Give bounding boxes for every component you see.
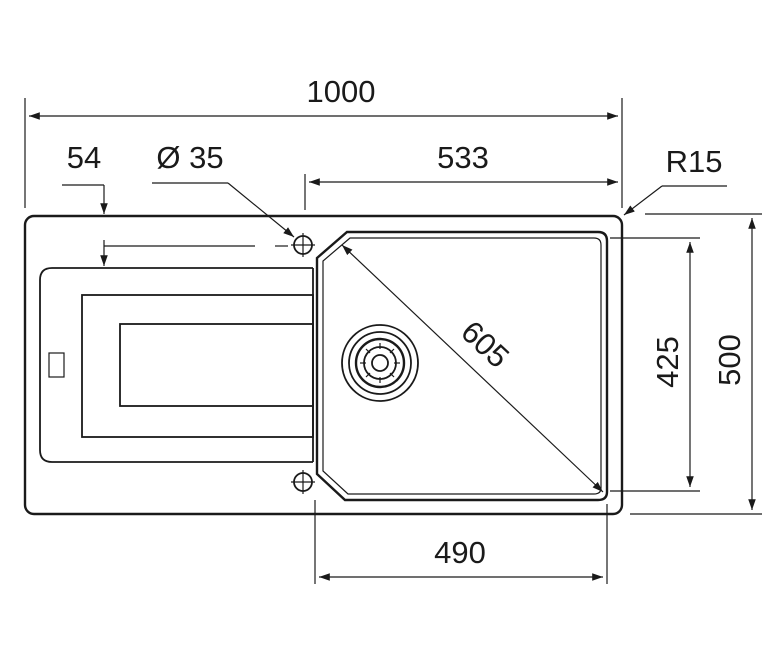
sink-outer-edge: [23, 214, 624, 516]
drainboard-outer-edge: [39, 267, 313, 463]
dimension-bowl-depth: 425: [610, 237, 700, 492]
tap-hole-top: [291, 233, 315, 257]
drainboard: [39, 267, 314, 463]
dimension-drainboard-offset: 54: [62, 140, 288, 266]
overall-width-label: 1000: [307, 74, 376, 109]
overall-depth-label: 500: [712, 334, 747, 386]
overflow-slot: [48, 352, 65, 378]
dimension-tap-hole: Ø 35: [152, 140, 295, 238]
dimension-bowl-diagonal: 605: [341, 244, 604, 493]
drainboard-middle-panel: [81, 294, 314, 438]
bowl-depth-label: 425: [650, 336, 685, 388]
dimension-bowl-section: 533: [304, 140, 618, 210]
tap-hole-label: Ø 35: [156, 140, 223, 175]
bowl-diagonal-label: 605: [454, 314, 516, 375]
drain-strainer: [341, 324, 419, 402]
drainboard-offset-label: 54: [67, 140, 101, 175]
bowl-section-label: 533: [437, 140, 489, 175]
dimension-overall-width: 1000: [24, 74, 623, 208]
bowl-edge: [315, 230, 609, 502]
dimension-corner-radius: R15: [623, 144, 727, 216]
dimension-overall-depth: 500: [630, 213, 762, 515]
corner-radius-label: R15: [666, 144, 723, 179]
dimension-bowl-width: 490: [314, 500, 608, 584]
tap-hole-bottom: [291, 470, 315, 494]
bowl: [315, 230, 609, 502]
sink-outline: [23, 214, 624, 516]
bowl-width-label: 490: [434, 535, 486, 570]
drainboard-inner-panel: [119, 323, 314, 407]
